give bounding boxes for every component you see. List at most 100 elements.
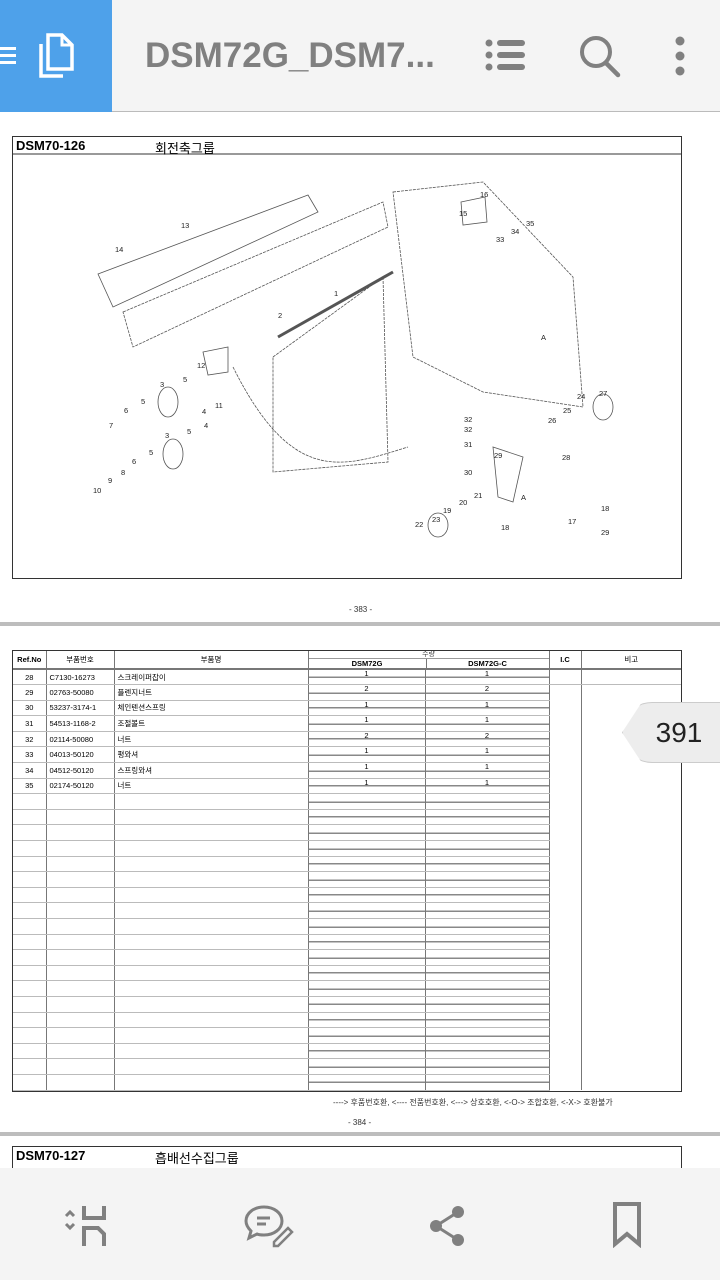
bookmark-icon[interactable] — [612, 1202, 644, 1248]
note-cell — [580, 887, 681, 903]
shaft — [277, 270, 394, 339]
table-row — [13, 1027, 681, 1044]
part-no-cell — [45, 965, 114, 982]
ref-cell — [13, 887, 46, 904]
part-name-cell — [113, 1058, 308, 1075]
qty-dsm72g-c-cell — [424, 934, 550, 951]
note-cell — [580, 684, 681, 701]
callout-label: A — [521, 493, 526, 502]
main-frame — [272, 276, 389, 473]
callout-label: 11 — [215, 401, 223, 410]
qty-dsm72g-cell: 1 — [307, 778, 425, 795]
share-icon[interactable] — [428, 1204, 468, 1248]
ic-cell — [548, 746, 582, 763]
qty-dsm72g-c-cell — [424, 824, 550, 842]
ref-cell — [13, 918, 46, 935]
part-no-cell: 02114-50080 — [45, 731, 114, 748]
qty-dsm72g-cell: 1 — [307, 715, 425, 732]
page-indicator-badge[interactable]: 391 — [622, 702, 720, 763]
table-row — [13, 934, 681, 951]
part-name-cell — [113, 918, 308, 935]
ic-cell — [548, 684, 582, 701]
note-cell — [580, 949, 681, 966]
group-name: 회전축그룹 — [155, 141, 215, 156]
qty-dsm72g-c-cell: 1 — [424, 762, 550, 779]
callout-label: 3 — [165, 431, 169, 440]
part-no-cell — [45, 1058, 114, 1075]
callout-label: 23 — [432, 515, 440, 524]
qty-dsm72g-c-cell — [424, 918, 550, 935]
part-name-cell — [113, 856, 308, 873]
qty-dsm72g-cell: 2 — [307, 684, 425, 701]
more-vert-icon[interactable] — [672, 36, 688, 76]
ic-cell — [548, 902, 582, 919]
callout-label: 35 — [526, 219, 534, 228]
col-qty-dsm72g: DSM72G — [351, 659, 383, 668]
ic-cell — [548, 1058, 582, 1075]
group-code: DSM70-126 — [16, 138, 86, 153]
qty-dsm72g-cell — [307, 809, 425, 826]
note-cell — [580, 934, 681, 950]
ic-cell — [548, 793, 582, 810]
part-name-cell — [113, 1012, 308, 1029]
part-no-cell: 04013-50120 — [45, 746, 114, 764]
note-cell — [580, 669, 681, 686]
table-row — [13, 824, 681, 842]
part-no-cell: 04512-50120 — [45, 762, 114, 779]
list-icon[interactable] — [484, 38, 528, 74]
ref-cell — [13, 1027, 46, 1044]
qty-dsm72g-c-cell — [424, 996, 550, 1013]
note-cell — [580, 824, 681, 841]
part-no-cell — [45, 980, 114, 997]
qty-dsm72g-cell — [307, 1058, 425, 1075]
qty-dsm72g-cell — [307, 824, 425, 842]
note-cell — [580, 1043, 681, 1059]
ref-cell — [13, 965, 46, 982]
ref-cell — [13, 1074, 46, 1091]
part-name-cell — [113, 1027, 308, 1044]
table-row — [13, 980, 681, 997]
ref-cell: 31 — [13, 715, 46, 732]
note-cell — [580, 809, 681, 825]
ic-cell — [548, 700, 582, 716]
part-name-cell — [113, 824, 308, 842]
ic-cell — [548, 1027, 582, 1044]
ic-cell — [548, 840, 582, 857]
qty-dsm72g-cell — [307, 902, 425, 919]
callout-label: 5 — [187, 427, 191, 436]
qty-dsm72g-cell — [307, 1043, 425, 1060]
part-name-cell: 너트 — [113, 731, 308, 748]
callout-label: 6 — [132, 457, 136, 466]
callout-label: 29 — [494, 451, 502, 460]
qty-dsm72g-cell: 1 — [307, 669, 425, 686]
bottom-toolbar — [0, 1168, 720, 1280]
table-row — [13, 918, 681, 935]
ref-cell — [13, 949, 46, 966]
table-row — [13, 871, 681, 888]
part-name-cell: 조절볼트 — [113, 715, 308, 732]
callout-label: 30 — [464, 468, 472, 477]
nav-drawer-button[interactable] — [0, 0, 112, 112]
document-icon — [39, 33, 74, 78]
page-fit-icon[interactable] — [64, 1204, 112, 1248]
part-no-cell — [45, 809, 114, 826]
callout-label: 34 — [511, 227, 519, 236]
qty-dsm72g-cell: 1 — [307, 746, 425, 764]
note-cell — [580, 1027, 681, 1044]
qty-dsm72g-cell — [307, 965, 425, 982]
note-cell — [580, 980, 681, 997]
qty-dsm72g-cell — [307, 840, 425, 857]
callout-label: 6 — [124, 406, 128, 415]
page-number: - 384 - — [348, 1118, 372, 1127]
search-icon[interactable] — [578, 34, 622, 78]
table-row — [13, 840, 681, 857]
ic-cell — [548, 762, 582, 779]
comment-edit-icon[interactable] — [244, 1204, 296, 1250]
qty-dsm72g-c-cell: 1 — [424, 746, 550, 764]
callout-label: 13 — [181, 221, 189, 230]
table-row — [13, 856, 681, 873]
col-part-name: 부품명 — [113, 651, 308, 670]
table-row — [13, 1043, 681, 1060]
